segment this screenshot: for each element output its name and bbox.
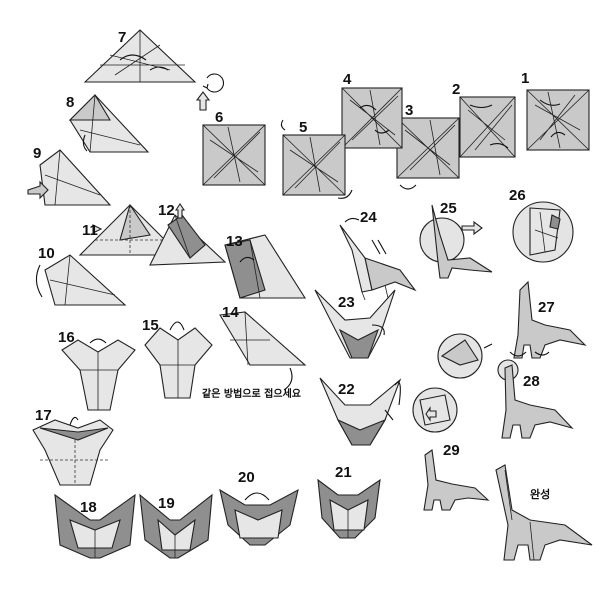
step-10-number: 10 [38, 245, 55, 262]
step-26-number: 26 [509, 187, 526, 204]
step-23-number: 23 [338, 294, 355, 311]
step-27-number: 27 [538, 299, 555, 316]
step-14-figure [219, 311, 307, 391]
step-29-figure [412, 387, 490, 511]
step-28-number: 28 [523, 373, 540, 390]
step-12-number: 12 [158, 202, 175, 219]
step-25-number: 25 [440, 200, 457, 217]
step-1-number: 1 [521, 70, 529, 87]
step-5-figure [280, 119, 353, 199]
step-7-number: 7 [118, 29, 126, 46]
step-28-figure [497, 359, 574, 439]
step-4-figure [341, 87, 403, 149]
step-25-figure [419, 204, 493, 279]
step-16-number: 16 [58, 329, 75, 346]
step-8-number: 8 [66, 94, 74, 111]
step-22-figure [319, 377, 402, 446]
step-18-figure [54, 493, 136, 559]
step-22-number: 22 [338, 381, 355, 398]
step-16-figure [61, 338, 136, 411]
step-6-figure [202, 124, 266, 186]
step-19-figure [139, 493, 213, 559]
fold-same-way-note: 같은 방법으로 접으세요 [202, 387, 301, 400]
step-27-figure [509, 280, 587, 359]
step-3-number: 3 [405, 102, 413, 119]
step-11-figure [78, 203, 182, 256]
step-11-number: 11 [82, 222, 98, 239]
turn-over-icon [195, 73, 224, 111]
step-1-figure [526, 89, 590, 151]
step-15-figure [144, 321, 213, 399]
step-13-figure [224, 234, 307, 299]
step-8-figure [68, 94, 150, 153]
step-2-number: 2 [452, 81, 460, 98]
step-14-number: 14 [222, 304, 239, 321]
step-20-number: 20 [238, 469, 255, 486]
step-9-figure [27, 149, 112, 206]
finished-dinosaur-figure [495, 464, 593, 561]
step-2-figure [459, 96, 516, 158]
step-15-number: 15 [142, 317, 159, 334]
step-12-figure [149, 203, 227, 266]
step-9-number: 9 [33, 145, 41, 162]
step-3-figure [396, 117, 460, 190]
step-13-number: 13 [226, 233, 243, 250]
step-18-number: 18 [80, 499, 97, 516]
step-7-figure [83, 29, 197, 83]
step-10-figure [35, 254, 127, 306]
step-17-number: 17 [35, 407, 52, 424]
step-17-figure [32, 416, 114, 486]
step-26-figure [512, 201, 574, 263]
step-21-figure [317, 478, 381, 539]
step-24-figure [339, 217, 417, 301]
step-4-number: 4 [343, 71, 352, 88]
step-24-number: 24 [360, 209, 377, 226]
step-5-number: 5 [299, 119, 307, 136]
step-20-figure [219, 488, 299, 546]
step-21-number: 21 [335, 464, 352, 481]
step-19-number: 19 [158, 495, 175, 512]
step-23-figure [314, 289, 396, 359]
step-29-number: 29 [443, 442, 460, 459]
step-6-number: 6 [215, 109, 223, 126]
detail-circle-head [437, 333, 493, 379]
finished-label: 완성 [530, 487, 550, 501]
